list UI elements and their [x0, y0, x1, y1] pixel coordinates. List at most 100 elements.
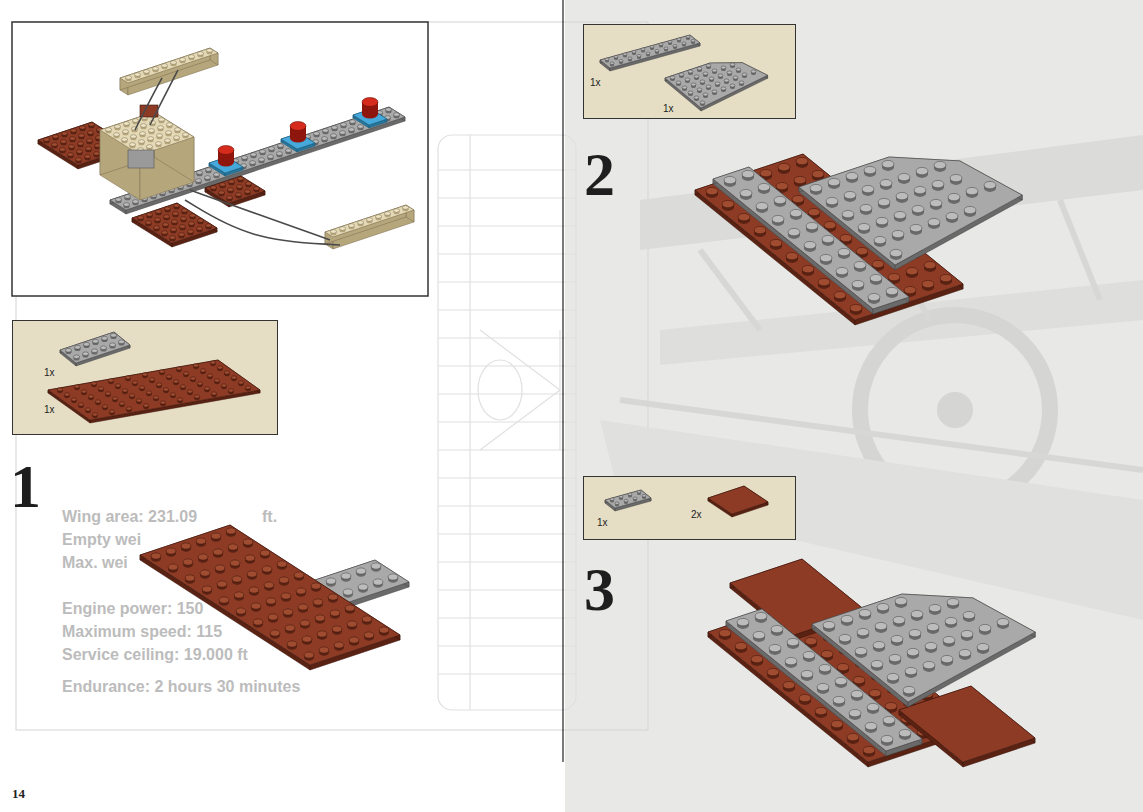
- stud-top: [350, 120, 356, 124]
- red-round-brick: [290, 134, 306, 143]
- parts-box-fills: [12, 24, 796, 540]
- stud-top: [246, 182, 252, 186]
- stud-top: [207, 49, 213, 53]
- stud-top: [182, 209, 188, 213]
- stud-top: [57, 388, 62, 391]
- stud-top: [304, 652, 314, 658]
- stud-top: [755, 612, 767, 619]
- blueprint-rib: [438, 449, 576, 450]
- stud-top: [64, 393, 69, 396]
- stud-top: [679, 73, 684, 76]
- stud-top: [177, 398, 182, 401]
- stud-top: [132, 381, 137, 384]
- stud-top: [202, 586, 212, 592]
- blueprint-rib: [438, 645, 576, 646]
- stud-top: [315, 615, 325, 621]
- stud-top: [124, 203, 130, 207]
- stud-top: [165, 207, 171, 211]
- stud-top: [846, 172, 858, 179]
- grey-wedge-plate: [665, 63, 768, 111]
- stud-top: [742, 170, 754, 177]
- tan-engine-block: [100, 112, 194, 200]
- brown-plate: [48, 360, 260, 423]
- stud-top: [730, 63, 735, 66]
- stud-top: [70, 137, 76, 141]
- stud-top: [642, 494, 646, 497]
- tan-technic-beam: [325, 205, 414, 249]
- stud-top: [796, 157, 808, 164]
- stud-top: [106, 128, 112, 132]
- stud-top: [130, 143, 136, 147]
- stud-top: [614, 55, 618, 58]
- stud-top: [633, 497, 637, 500]
- stud-top: [785, 657, 797, 664]
- stud-top: [685, 78, 690, 81]
- stud-top: [250, 161, 256, 165]
- stud-top: [190, 214, 196, 218]
- stud-top: [358, 125, 364, 129]
- stud-top: [742, 73, 747, 76]
- stud-top: [214, 379, 219, 382]
- stud-top: [112, 397, 117, 400]
- right-page-ground: [565, 0, 1143, 812]
- stud-top: [247, 571, 257, 577]
- stud-top: [278, 144, 284, 148]
- stud-top: [142, 373, 147, 376]
- stud-top: [190, 377, 195, 380]
- stud-top: [171, 61, 177, 65]
- blue-tile: [209, 157, 243, 176]
- stud-top: [139, 386, 144, 389]
- parts-box-fill: [583, 24, 796, 118]
- stud-top: [694, 96, 699, 99]
- stud-top: [872, 260, 884, 267]
- stud-top: [947, 598, 959, 605]
- stud-top: [95, 400, 100, 403]
- stud-top: [323, 129, 329, 133]
- blueprint-nose: [478, 360, 522, 420]
- stud-top: [158, 126, 164, 130]
- stud-top: [691, 83, 696, 86]
- stud-top: [904, 286, 916, 293]
- cable: [150, 70, 178, 125]
- blueprint-rib: [438, 253, 576, 254]
- stud-top: [950, 174, 962, 181]
- stud-top: [788, 228, 800, 235]
- stud-top: [694, 75, 699, 78]
- stud-top: [296, 588, 306, 594]
- grey-plate: [285, 560, 409, 617]
- stud-top: [932, 180, 944, 187]
- stud-top: [200, 369, 205, 372]
- stud-top: [180, 58, 186, 62]
- stud-top: [139, 140, 145, 144]
- plate-top: [209, 157, 243, 173]
- stud-top: [790, 209, 802, 216]
- stud-top: [912, 205, 924, 212]
- stud-top: [888, 273, 900, 280]
- stud-top: [166, 375, 171, 378]
- stud-top: [215, 565, 225, 571]
- stud-top: [706, 64, 711, 67]
- stud-top: [860, 204, 872, 211]
- stud-top: [751, 655, 763, 662]
- plate-top: [100, 112, 194, 155]
- stud-top: [168, 564, 178, 570]
- stud-top: [984, 181, 996, 188]
- stud-top: [78, 403, 83, 406]
- step-2-assembly: [695, 154, 1022, 325]
- stud-top: [886, 287, 898, 294]
- stud-top: [181, 217, 187, 221]
- plate-top: [600, 35, 700, 68]
- stud-top: [237, 185, 243, 189]
- stud-top: [75, 345, 81, 349]
- model-view-frame: [12, 22, 428, 296]
- stud-top: [123, 130, 129, 134]
- stud-top: [283, 609, 293, 615]
- stud-top: [624, 499, 628, 502]
- stud-top: [356, 568, 366, 574]
- stud-top: [313, 599, 323, 605]
- stud-top: [385, 212, 391, 216]
- stud-top: [786, 252, 798, 259]
- stud-top: [52, 143, 58, 147]
- stud-top: [637, 54, 641, 57]
- stud-top: [175, 128, 181, 132]
